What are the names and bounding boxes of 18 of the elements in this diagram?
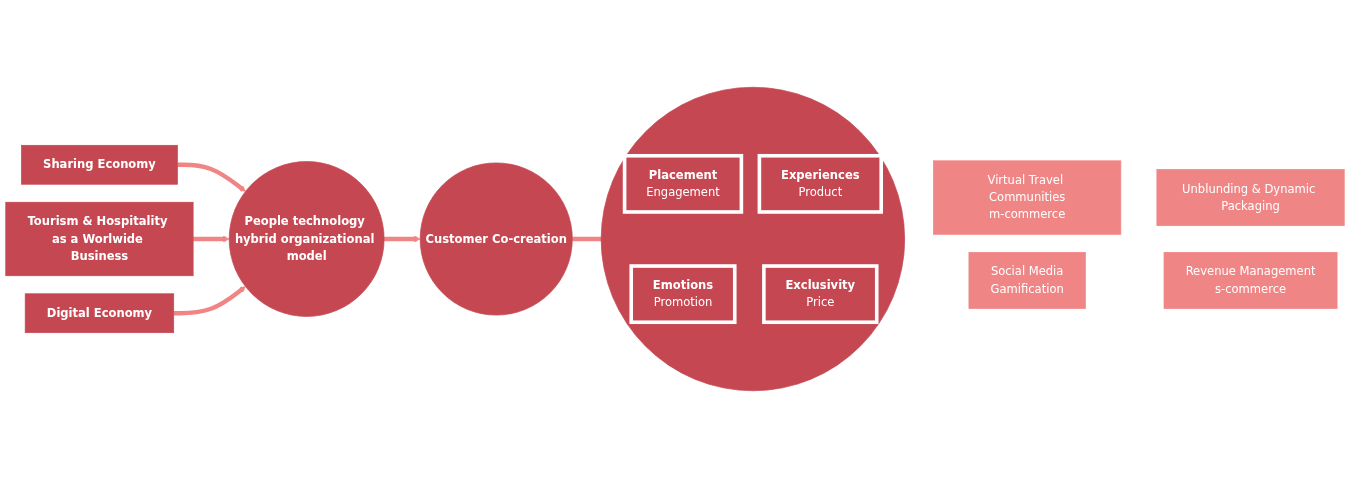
arrow — [173, 286, 246, 316]
node-box: Emotions Promotion — [629, 264, 737, 325]
arrow — [177, 162, 246, 192]
arrow — [193, 235, 230, 243]
node-box: Sharing Economy — [21, 144, 178, 185]
node-circle: Customer Co-creation — [419, 162, 573, 316]
node-box: Social Media Gamification — [968, 251, 1086, 309]
node-box: Revenue Management s-commerce — [1163, 251, 1338, 309]
node-box: Virtual Travel Communities m-commerce — [933, 160, 1122, 235]
cluster — [600, 86, 905, 392]
node-box: Tourism & Hospitality as a Worlwide Business — [5, 201, 194, 277]
node-box: Unblunding & Dynamic Packaging — [1156, 169, 1345, 227]
node-circle: People technology hybrid organizational model — [228, 161, 385, 317]
node-box: Placement Engagement — [622, 153, 744, 214]
node-box: Digital Economy — [24, 293, 175, 334]
arrow — [384, 235, 421, 243]
node-box: Experiences Product — [757, 153, 883, 214]
node-box: Exclusivity Price — [762, 264, 879, 325]
